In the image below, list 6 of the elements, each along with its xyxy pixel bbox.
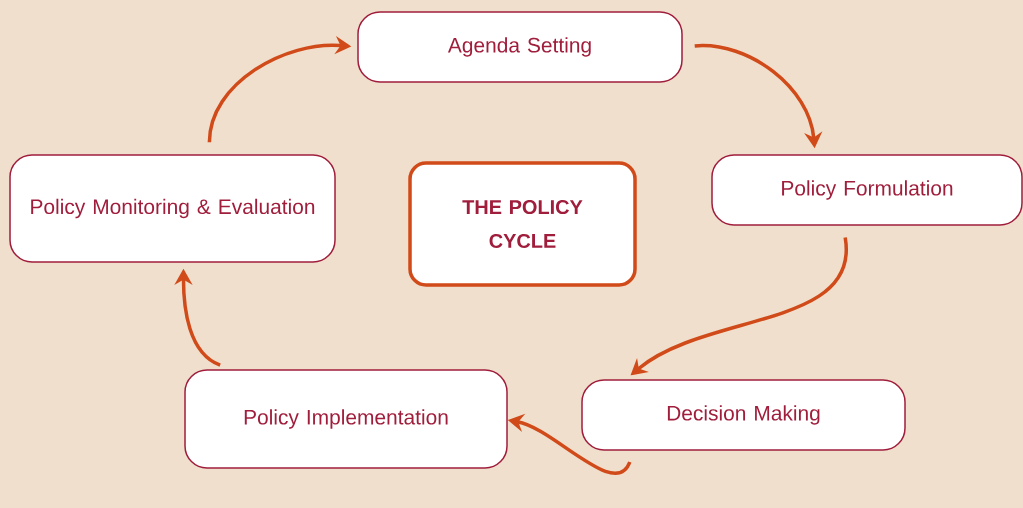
stage-box: Policy Formulation	[711, 154, 1023, 226]
title-box: THE POLICY CYCLE	[408, 161, 637, 287]
stage-box: Agenda Setting	[357, 11, 683, 83]
stage-box: Policy Implementation	[184, 369, 508, 469]
stage-box: Decision Making	[581, 379, 906, 451]
stage-box: Policy Monitoring & Evaluation	[9, 154, 336, 263]
